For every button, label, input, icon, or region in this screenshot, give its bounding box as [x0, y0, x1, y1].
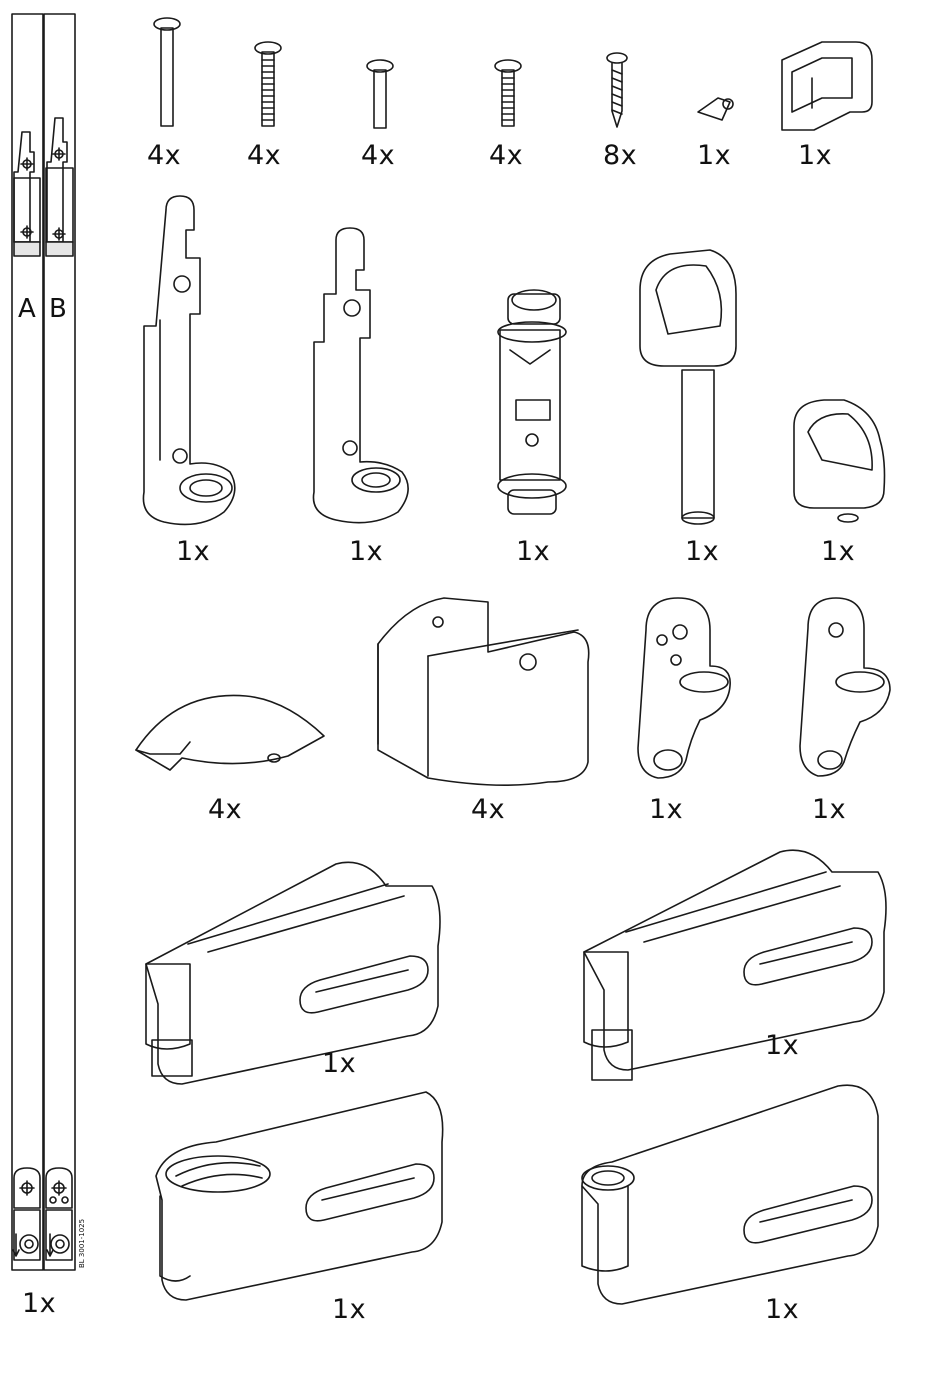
qty-cylinder-connector: 1x: [516, 536, 550, 567]
rail-label-b: B: [49, 294, 67, 324]
rail-label-a: A: [18, 294, 36, 324]
runner-housing-left-bottom: [156, 1092, 443, 1300]
qty-swivel-mount-b: 1x: [812, 794, 846, 825]
cylinder-connector: [498, 290, 566, 514]
swivel-mount-a: [638, 598, 730, 778]
qty-hinge-bracket-large: 1x: [176, 536, 210, 567]
guide-cap: [794, 400, 885, 522]
cover-cap: [136, 695, 324, 770]
qty-u-bracket: 1x: [798, 140, 832, 171]
runner-housing-right-top: [584, 850, 886, 1080]
hinge-bracket-medium: [313, 228, 408, 523]
qty-bolt-long: 4x: [247, 140, 281, 171]
qty-cover-cap: 4x: [208, 794, 242, 825]
qty-hinge-bracket-medium: 1x: [349, 536, 383, 567]
runner-housing-right-bottom: [582, 1085, 878, 1304]
qty-runner-housing-right-top: 1x: [765, 1030, 799, 1061]
runner-housing-left-top: [146, 862, 440, 1084]
qty-small-clip: 1x: [697, 140, 731, 171]
qty-wood-screw: 8x: [603, 140, 637, 171]
qty-runner-housing-left-bottom: 1x: [332, 1294, 366, 1325]
rail-quantity: 1x: [22, 1288, 56, 1319]
qty-bolt-short: 4x: [489, 140, 523, 171]
qty-pin-short: 4x: [361, 140, 395, 171]
qty-guide-pin-holder: 1x: [685, 536, 719, 567]
small-clip: [698, 98, 733, 120]
qty-runner-housing-right-bottom: 1x: [765, 1294, 799, 1325]
qty-runner-housing-left-top: 1x: [322, 1048, 356, 1079]
hinge-bracket-large: [143, 196, 234, 524]
qty-swivel-mount-a: 1x: [649, 794, 683, 825]
bolt-short: [495, 60, 521, 126]
qty-pin-long: 4x: [147, 140, 181, 171]
swivel-mount-b: [800, 598, 890, 776]
sleeve-bracket: [378, 598, 589, 785]
pin-short: [367, 60, 393, 128]
u-bracket: [782, 42, 872, 130]
guide-pin-holder: [640, 250, 736, 524]
wood-screw: [607, 53, 627, 127]
pin-long: [154, 18, 180, 126]
bolt-long: [255, 42, 281, 126]
part-number: BL 3001-1025: [78, 1219, 86, 1268]
qty-guide-cap: 1x: [821, 536, 855, 567]
qty-sleeve-bracket: 4x: [471, 794, 505, 825]
